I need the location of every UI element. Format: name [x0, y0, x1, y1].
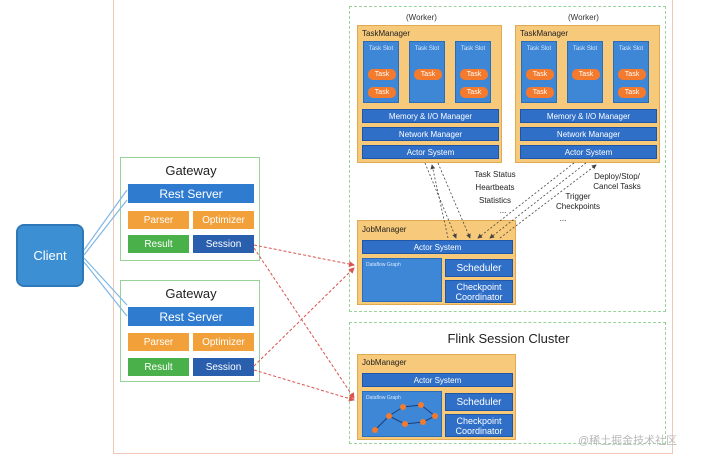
jobmanager-bottom-checkpoint: Checkpoint Coordinator	[445, 414, 513, 437]
jobmanager-top-title: JobManager	[362, 225, 407, 234]
annotation-right: Deploy/Stop/ Cancel Tasks	[593, 172, 641, 191]
gw1-session-to-jm-bottom	[253, 247, 355, 399]
gateway-2-title: Gateway	[165, 286, 217, 301]
jobmanager-top-checkpoint: Checkpoint Coordinator	[445, 280, 513, 303]
client-label: Client	[33, 248, 67, 263]
taskmanager-2-slot-1-task-1: Task	[526, 69, 554, 80]
gateway-1-title: Gateway	[165, 163, 217, 178]
tm1-to-jm-2	[437, 162, 471, 239]
worker-1-label: (Worker)	[406, 13, 437, 22]
jobmanager-bottom: JobManager Actor System Dataflow Graph S…	[357, 354, 516, 440]
jobmanager-top-dataflow-graph: Dataflow Graph	[362, 258, 442, 302]
tm1-to-jm-1	[424, 162, 457, 239]
gateway-2-optimizer: Optimizer	[193, 333, 254, 351]
taskmanager-1-network-manager: Network Manager	[362, 127, 499, 141]
gateway-1-session: Session	[193, 235, 254, 253]
client-to-gateway-2b	[83, 261, 128, 317]
gateway-1-optimizer: Optimizer	[193, 211, 254, 229]
gateway-2-session: Session	[193, 358, 254, 376]
taskmanager-1-title: TaskManager	[362, 29, 411, 38]
gw2-session-to-jm-top	[253, 267, 355, 367]
session-cluster-title: Flink Session Cluster	[447, 331, 570, 346]
taskmanager-1-actor-system: Actor System	[362, 145, 499, 159]
gateway-2-parser: Parser	[128, 333, 189, 351]
dataflow-graph-nodes	[372, 402, 438, 433]
client-box: Client	[16, 224, 84, 287]
taskmanager-1: TaskManager Task Slot Task Task Task Slo…	[357, 25, 502, 163]
tm2-to-jm-1	[477, 162, 575, 239]
taskmanager-1-slot-2-task-1: Task	[414, 69, 442, 80]
tm2-to-jm-2	[489, 162, 587, 239]
taskmanager-1-slot-3: Task Slot Task Task	[455, 41, 491, 103]
jobmanager-top-actor-system: Actor System	[362, 240, 513, 254]
gateway-1-result: Result	[128, 235, 189, 253]
jobmanager-bottom-title: JobManager	[362, 358, 407, 367]
taskmanager-1-slot-3-task-1: Task	[460, 69, 488, 80]
gateway-1-parser: Parser	[128, 211, 189, 229]
taskmanager-1-memory-manager: Memory & I/O Manager	[362, 109, 499, 123]
gateway-2: Gateway Rest Server Parser Optimizer Res…	[120, 280, 260, 382]
jm-to-tm2	[499, 164, 597, 239]
taskmanager-1-slot-1: Task Slot Task Task	[363, 41, 399, 103]
gw2-session-to-jm-bottom	[253, 369, 355, 402]
taskmanager-1-slot-3-task-2: Task	[460, 87, 488, 98]
gw1-session-to-jm-top	[253, 244, 355, 267]
client-to-gateway-1	[83, 189, 128, 251]
taskmanager-2-slot-3-task-1: Task	[618, 69, 646, 80]
taskmanager-1-slot-1-task-2: Task	[368, 87, 396, 98]
gateway-2-rest-server: Rest Server	[128, 307, 254, 326]
taskmanager-2-actor-system: Actor System	[520, 145, 657, 159]
jobmanager-top: JobManager Actor System Dataflow Graph S…	[357, 220, 516, 305]
taskmanager-2-title: TaskManager	[520, 29, 569, 38]
taskmanager-2-slot-1-task-2: Task	[526, 87, 554, 98]
taskmanager-2: TaskManager Task Slot Task Task Task Slo…	[515, 25, 660, 163]
gateway-2-result: Result	[128, 358, 189, 376]
taskmanager-1-slot-1-task-1: Task	[368, 69, 396, 80]
taskmanager-2-slot-1: Task Slot Task Task	[521, 41, 557, 103]
taskmanager-2-slot-2: Task Slot Task	[567, 41, 603, 103]
worker-2-label: (Worker)	[568, 13, 599, 22]
annotation-right-lower: Trigger Checkpoints ...	[555, 192, 601, 223]
taskmanager-2-slot-3: Task Slot Task Task	[613, 41, 649, 103]
taskmanager-2-memory-manager: Memory & I/O Manager	[520, 109, 657, 123]
taskmanager-2-slot-3-task-2: Task	[618, 87, 646, 98]
taskmanager-1-slot-2: Task Slot Task	[409, 41, 445, 103]
jobmanager-top-scheduler: Scheduler	[445, 259, 513, 277]
jm-to-tm1	[430, 164, 449, 239]
jobmanager-bottom-dataflow-graph: Dataflow Graph	[362, 391, 442, 437]
taskmanager-2-network-manager: Network Manager	[520, 127, 657, 141]
watermark: @稀土掘金技术社区	[578, 435, 678, 447]
jobmanager-bottom-scheduler: Scheduler	[445, 393, 513, 411]
client-to-gateway-2	[83, 257, 128, 306]
client-to-gateway-1b	[83, 199, 128, 256]
jobmanager-bottom-actor-system: Actor System	[362, 373, 513, 387]
taskmanager-2-slot-2-task-1: Task	[572, 69, 600, 80]
gateway-1: Gateway Rest Server Parser Optimizer Res…	[120, 157, 260, 261]
gateway-1-rest-server: Rest Server	[128, 184, 254, 203]
annotation-left: Task Status Heartbeats Statistics ...	[474, 170, 516, 215]
